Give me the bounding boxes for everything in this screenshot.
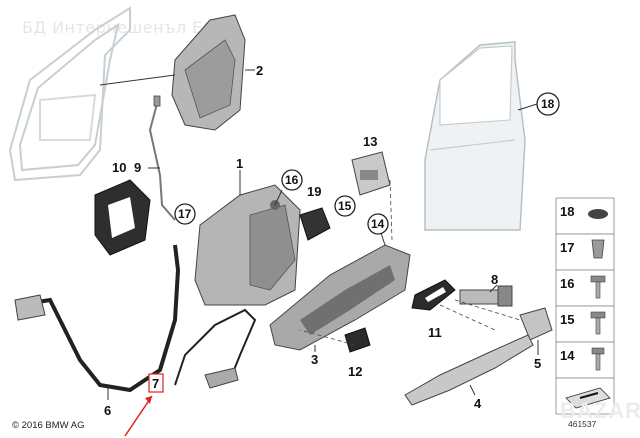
cable-part-6-end [14, 294, 46, 321]
kit-box-icon [565, 387, 611, 409]
label-19: 19 [307, 184, 321, 199]
screw-icon-16 [590, 275, 606, 299]
screw-icon-15 [590, 311, 606, 335]
screw-icon-14 [591, 347, 605, 371]
leader-18 [517, 103, 538, 111]
clip-nut-icon [591, 239, 605, 259]
svg-text:16: 16 [285, 173, 299, 187]
door-frame-left [8, 6, 131, 182]
label-7-box [148, 373, 164, 393]
copyright-text: © 2016 BMW AG [12, 420, 85, 431]
striker-part-13 [351, 151, 391, 196]
legend-label-15: 15 [560, 312, 574, 327]
label-3: 3 [311, 352, 318, 367]
legend-label-16: 16 [560, 276, 574, 291]
lock-cylinder-part-8 [459, 285, 513, 307]
svg-text:15: 15 [338, 199, 352, 213]
svg-text:14: 14 [371, 217, 385, 231]
rod-part-9 [148, 99, 176, 221]
label-7: 7 [152, 376, 159, 391]
label-4: 4 [474, 396, 482, 411]
label-6: 6 [104, 403, 111, 418]
label-10: 10 [112, 160, 126, 175]
legend-label-17: 17 [560, 240, 574, 255]
svg-text:18: 18 [541, 97, 555, 111]
cable-part-6 [19, 244, 181, 393]
lock-actuator-part-2 [171, 14, 246, 131]
seal-part-19 [299, 207, 331, 241]
label-12: 12 [348, 364, 362, 379]
handle-carrier-part-3 [269, 244, 411, 351]
leader-8 [489, 284, 498, 293]
label-17-circle: 17 [174, 203, 196, 225]
label-9: 9 [134, 160, 141, 175]
label-16-circle: 16 [281, 169, 303, 191]
label-1: 1 [236, 156, 243, 171]
legend-label-18: 18 [560, 204, 574, 219]
outer-handle-part-4 [404, 334, 534, 406]
highlight-arrowhead [145, 396, 152, 404]
door-lock-part-1 [194, 184, 301, 306]
label-18-circle: 18 [536, 92, 560, 116]
label-15-circle: 15 [334, 195, 356, 217]
leader-16 [274, 189, 283, 206]
label-5: 5 [534, 356, 541, 371]
bracket-part-10 [94, 179, 151, 256]
cap-part-5 [519, 307, 553, 341]
highlight-arrow [124, 395, 153, 437]
svg-text:17: 17 [178, 207, 192, 221]
legend-label-14: 14 [560, 348, 575, 363]
rod-part-9-end [153, 95, 161, 107]
grommet-icon [588, 209, 608, 219]
label-14-circle: 14 [367, 213, 389, 235]
gasket-part-11 [411, 279, 456, 311]
seal-part-12 [344, 327, 371, 353]
watermark-text: БД Интернешенъл ЕО... [22, 18, 233, 37]
hardware-legend [555, 197, 615, 415]
leader-door-frame [99, 74, 176, 86]
door-panel-right [424, 41, 526, 231]
label-13: 13 [363, 134, 377, 149]
label-2: 2 [256, 63, 263, 78]
label-11: 11 [428, 325, 442, 340]
brand-watermark: BAZAR [560, 398, 640, 423]
assembly-lines [299, 179, 521, 346]
cable-part-7-end [204, 367, 239, 389]
label-8: 8 [491, 272, 498, 287]
cable-part-7 [174, 308, 257, 386]
document-id: 461537 [568, 419, 597, 429]
leader-4 [469, 384, 476, 396]
